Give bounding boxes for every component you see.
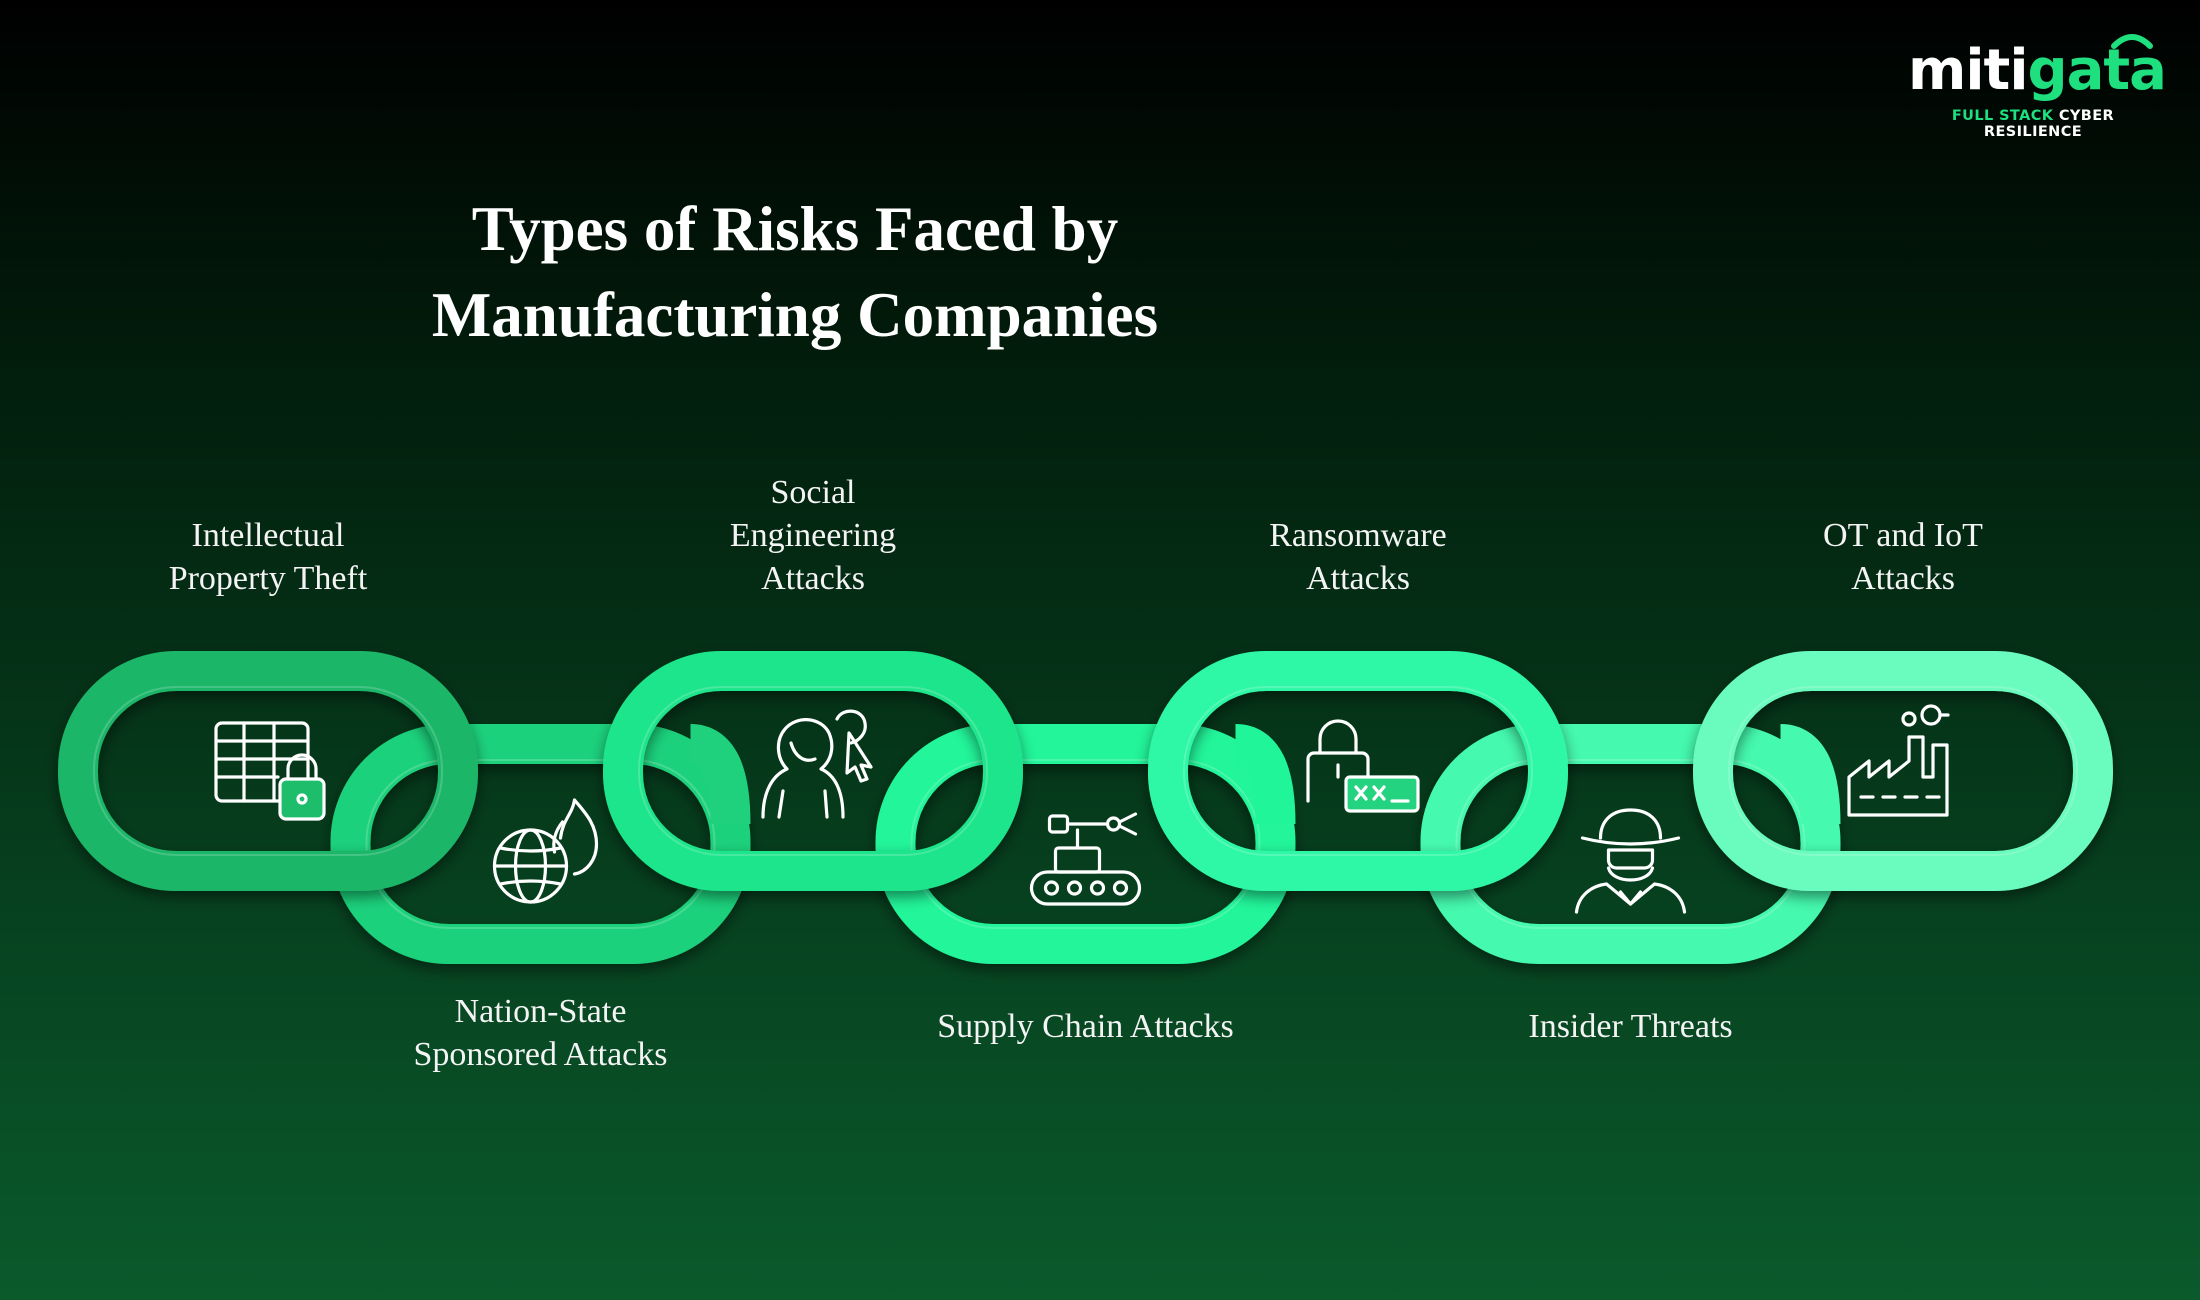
logo-word-white: miti	[1908, 38, 2029, 103]
risk-label: Insider Threats	[1441, 1005, 1821, 1048]
chain-icons	[214, 704, 1950, 914]
chain-link-ring	[1693, 651, 2113, 891]
chain-link	[58, 651, 478, 891]
chain-link-ring	[875, 724, 1296, 964]
chain-links-front	[58, 651, 2113, 891]
risk-label-line: Intellectual	[191, 517, 345, 554]
conveyor-robot-arm-icon	[1029, 812, 1142, 906]
risk-label-line: Ransomware	[1269, 517, 1447, 554]
chain-link-ring	[1420, 724, 1841, 964]
chain-link-highlight	[1728, 686, 2078, 856]
chain-link-ring	[58, 651, 478, 891]
globe-fire-icon	[492, 798, 599, 904]
spy-agent-icon	[1574, 808, 1687, 914]
wifi-arc-icon	[2111, 34, 2153, 49]
chain-links-back	[330, 724, 1841, 964]
chain-link	[1693, 651, 2113, 891]
risk-label-line: Nation-State	[454, 993, 627, 1030]
lock-password-icon	[1306, 719, 1420, 813]
risk-label-line: Sponsored Attacks	[413, 1036, 668, 1073]
chain-link	[1148, 651, 1568, 891]
risk-label-line: Attacks	[1306, 560, 1410, 597]
page-title: Types of Risks Faced by Manufacturing Co…	[0, 186, 1590, 358]
chain-link-highlight	[1183, 686, 1533, 856]
chain-link-overlap	[688, 724, 751, 825]
logo-wordmark: mitigata	[1908, 34, 2167, 104]
risk-label-line: Supply Chain Attacks	[937, 1008, 1234, 1045]
risk-label-line: Insider Threats	[1528, 1008, 1733, 1045]
chain-link-highlight	[1455, 759, 1806, 929]
title-line-2: Manufacturing Companies	[431, 280, 1159, 350]
risk-label-line: Attacks	[1851, 560, 1955, 597]
risk-label-line: Attacks	[761, 560, 865, 597]
chain-link-ring	[330, 724, 751, 964]
chain-link-highlight	[638, 686, 988, 856]
chain-link-ring	[603, 651, 1023, 891]
chain-link-overlap	[1778, 724, 1841, 825]
logo-tagline: FULL STACK CYBER RESILIENCE	[1908, 108, 2158, 140]
chain-link-highlight	[365, 759, 716, 929]
chain-link	[1420, 724, 1841, 964]
brand-logo: mitigata FULL STACK CYBER RESILIENCE	[1908, 34, 2167, 140]
risk-label: OT and IoT Attacks	[1713, 514, 2093, 600]
logo-tagline-white: CYBER RESILIENCE	[1983, 108, 2115, 140]
factory-icon	[1847, 704, 1950, 817]
risk-label: Supply Chain Attacks	[896, 1005, 1276, 1048]
chain-link	[603, 651, 1023, 891]
chain-link-ring	[1148, 651, 1568, 891]
risk-label-line: Property Theft	[168, 560, 368, 597]
risk-label-line: Social	[770, 474, 856, 511]
risk-label-line: Engineering	[729, 517, 897, 554]
chain-link-overlap	[1233, 724, 1296, 825]
title-line-1: Types of Risks Faced by	[471, 194, 1119, 264]
logo-word-green: gata	[2027, 38, 2167, 103]
chain-link	[330, 724, 751, 964]
logo-tagline-green: FULL STACK	[1951, 108, 2054, 124]
chain-link-highlight	[93, 686, 443, 856]
chain-link	[875, 724, 1296, 964]
hooded-hacker-cursor-icon	[761, 709, 873, 819]
risk-label-line: OT and IoT	[1823, 517, 1983, 554]
chain-link-highlight	[910, 759, 1261, 929]
data-table-lock-icon	[214, 721, 326, 821]
